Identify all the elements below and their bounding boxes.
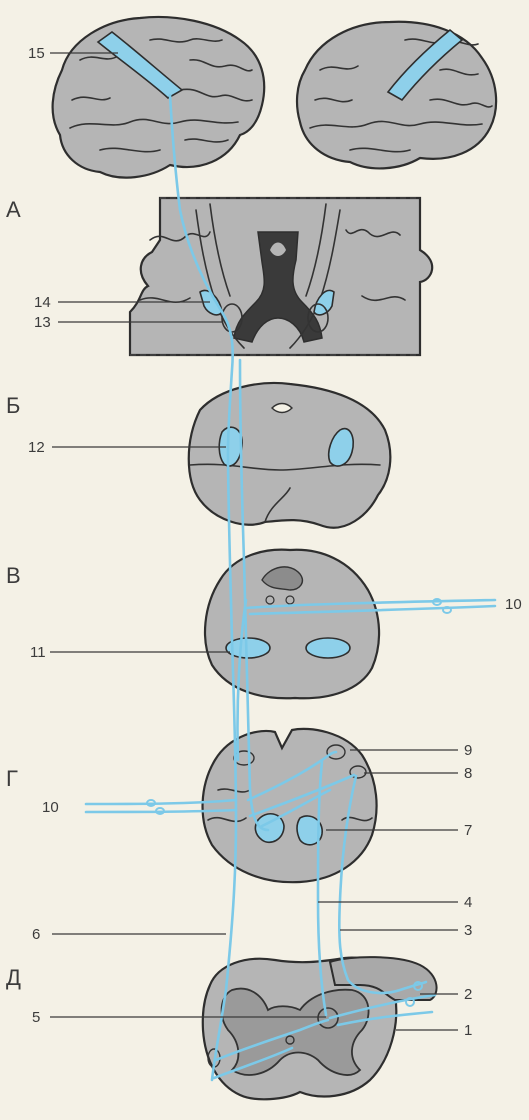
section-label-a: А xyxy=(6,197,21,222)
section-b-midbrain xyxy=(189,383,391,528)
label-13: 13 xyxy=(34,314,51,331)
section-a-brain-slice xyxy=(130,198,432,355)
label-11: 11 xyxy=(30,644,46,661)
right-hemisphere xyxy=(297,22,496,169)
label-14: 14 xyxy=(34,294,51,311)
label-8: 8 xyxy=(464,765,472,782)
label-9: 9 xyxy=(464,742,472,759)
section-label-b: Б xyxy=(6,393,20,418)
label-5: 5 xyxy=(32,1009,40,1026)
label-2: 2 xyxy=(464,986,472,1003)
label-10-right: 10 xyxy=(505,596,522,613)
label-4: 4 xyxy=(464,894,472,911)
section-label-v: В xyxy=(6,563,21,588)
label-1: 1 xyxy=(464,1022,472,1039)
label-7: 7 xyxy=(464,822,472,839)
section-labels: А Б В Г Д xyxy=(6,197,21,990)
label-15: 15 xyxy=(28,45,45,62)
section-label-g: Г xyxy=(6,766,18,791)
label-12: 12 xyxy=(28,439,45,456)
section-d-spinal-cord xyxy=(203,957,437,1099)
number-labels: 15 14 13 12 11 10 10 9 8 7 6 5 4 3 2 1 xyxy=(28,45,522,1039)
label-3: 3 xyxy=(464,922,472,939)
label-6: 6 xyxy=(32,926,40,943)
section-label-d: Д xyxy=(6,965,21,990)
label-10-left: 10 xyxy=(42,799,59,816)
left-hemisphere xyxy=(53,17,265,178)
